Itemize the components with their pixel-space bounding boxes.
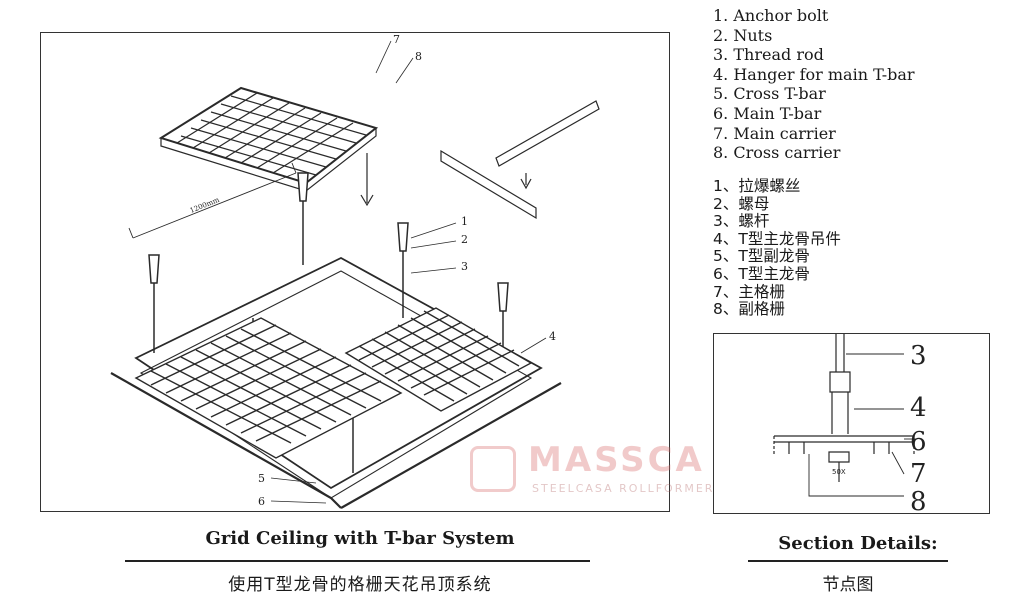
main-caption-rule <box>125 560 590 562</box>
callout-3: 3 <box>461 260 468 273</box>
section-callout-7: 7 <box>910 459 927 489</box>
main-drawing-frame: 7 8 1 2 3 4 5 6 1200mm <box>40 32 670 512</box>
section-callout-3: 3 <box>910 341 927 371</box>
legend-item: 3、螺杆 <box>713 212 770 231</box>
section-detail-drawing: 3 4 6 7 8 50X <box>773 334 927 515</box>
callout-7: 7 <box>393 33 400 46</box>
legend-item: 6. Main T-bar <box>713 103 822 123</box>
section-callout-4: 4 <box>910 393 927 423</box>
callout-1: 1 <box>461 215 468 228</box>
legend-item: 1、拉爆螺丝 <box>713 177 801 195</box>
legend-item: 1. Anchor bolt <box>713 6 829 25</box>
section-callout-8: 8 <box>910 487 927 515</box>
callout-5: 5 <box>258 472 265 485</box>
callout-4: 4 <box>549 330 556 343</box>
legend-item: 2、螺母 <box>713 194 770 213</box>
callout-2: 2 <box>461 233 468 246</box>
legend-item: 7、主格栅 <box>713 282 785 301</box>
grid-field-right <box>344 307 533 412</box>
floating-t-bars <box>440 100 600 220</box>
section-subcaption: 节点图 <box>822 575 874 595</box>
section-callout-6: 6 <box>910 427 927 457</box>
floating-grid-panel <box>158 86 379 192</box>
grid-field-left <box>134 317 403 459</box>
legend-item: 8、副格栅 <box>713 300 785 319</box>
legend-item: 7. Main carrier <box>713 123 836 143</box>
grid-ceiling-drawing: 7 8 1 2 3 4 5 6 1200mm <box>110 33 600 509</box>
legend-item: 5、T型副龙骨 <box>713 247 810 266</box>
legend-item: 5. Cross T-bar <box>713 84 826 104</box>
legend-item: 3. Thread rod <box>713 45 824 65</box>
section-dimension: 50X <box>832 468 846 476</box>
legend-english: 1. Anchor bolt 2. Nuts 3. Thread rod 4. … <box>713 6 915 163</box>
legend-item: 2. Nuts <box>713 25 773 45</box>
legend-item: 4. Hanger for main T-bar <box>713 64 915 84</box>
callout-6: 6 <box>258 495 265 508</box>
callout-8: 8 <box>415 50 422 63</box>
main-caption: Grid Ceiling with T-bar System <box>205 528 515 549</box>
legend-item: 8. Cross carrier <box>713 143 841 163</box>
legend-item: 6、T型主龙骨 <box>713 264 810 283</box>
legend-chinese: 1、拉爆螺丝 2、螺母 3、螺杆 4、T型主龙骨吊件 5、T型副龙骨 6、T型主… <box>713 177 841 319</box>
section-detail-frame: 3 4 6 7 8 50X <box>713 333 990 515</box>
section-caption-rule <box>748 560 948 562</box>
section-caption: Section Details: <box>778 533 938 554</box>
leader-lines <box>270 40 547 504</box>
legend-item: 4、T型主龙骨吊件 <box>713 229 841 248</box>
main-subcaption: 使用T型龙骨的格栅天花吊顶系统 <box>228 575 492 595</box>
